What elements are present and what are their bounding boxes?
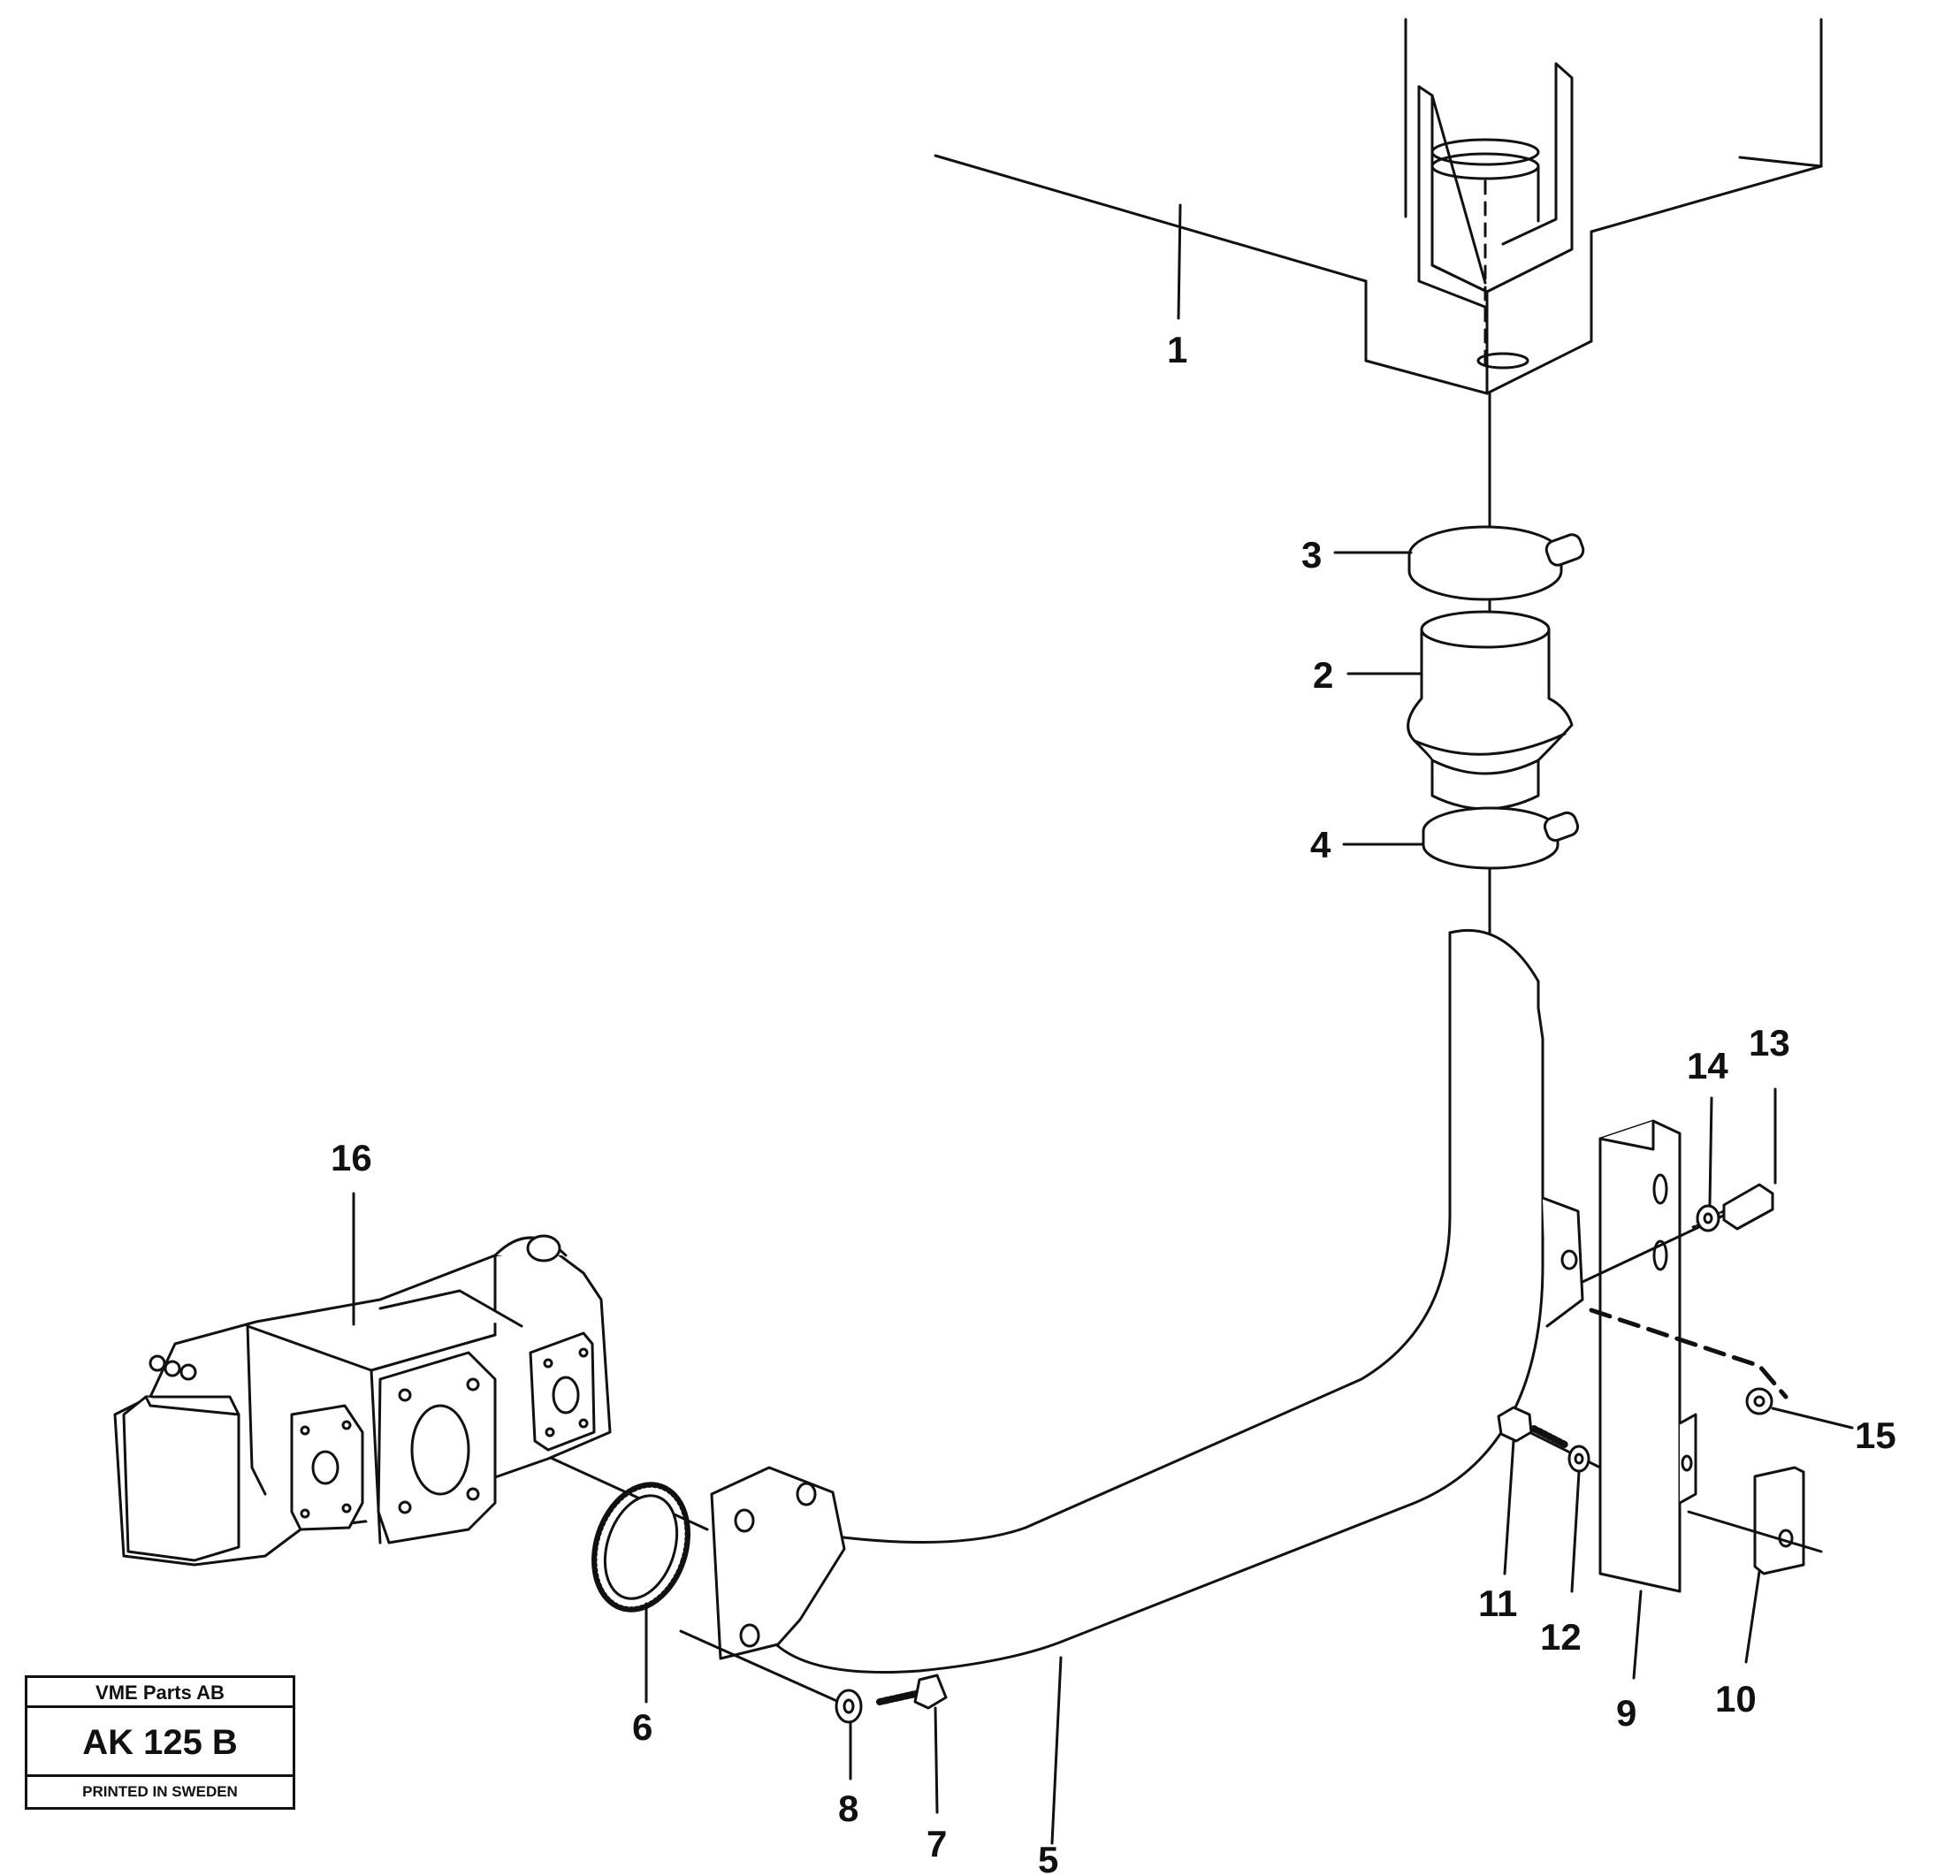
part-labels: 1 3 2 4 14 13 16 15 11 12 9 10 6 8 7 5 [331, 329, 1896, 1876]
title-block-code: AK 125 B [27, 1708, 293, 1777]
part-label-3: 3 [1301, 534, 1322, 576]
hose-clamp-upper [1407, 525, 1585, 601]
part-label-16: 16 [331, 1137, 372, 1178]
suction-pipe [710, 928, 1584, 1674]
title-block: VME Parts AB AK 125 B PRINTED IN SWEDEN [25, 1675, 295, 1810]
title-block-printed: PRINTED IN SWEDEN [82, 1783, 238, 1800]
part-label-6: 6 [632, 1706, 652, 1748]
part-label-7: 7 [927, 1823, 947, 1865]
hose-clamp-lower [1422, 806, 1580, 870]
bolt-11 [1497, 1406, 1568, 1448]
part-label-8: 8 [838, 1788, 858, 1829]
washer-12 [1567, 1445, 1590, 1473]
leader-lines [352, 203, 1854, 1845]
nut-15 [1745, 1387, 1773, 1415]
tank [934, 18, 1823, 395]
clamp-plate [1753, 1466, 1805, 1575]
part-label-1: 1 [1167, 329, 1187, 370]
title-block-company: VME Parts AB [27, 1678, 293, 1708]
gasket [591, 1482, 690, 1613]
mounting-bracket [1598, 1119, 1697, 1593]
washer-14 [1696, 1204, 1720, 1232]
part-label-5: 5 [1038, 1839, 1058, 1876]
part-label-12: 12 [1540, 1616, 1582, 1658]
part-label-9: 9 [1616, 1692, 1636, 1734]
dashed-line-15 [1589, 1308, 1788, 1399]
part-label-14: 14 [1687, 1045, 1728, 1087]
rubber-sleeve [1407, 610, 1574, 811]
part-label-2: 2 [1313, 654, 1333, 696]
bolt-7 [876, 1674, 948, 1710]
part-label-11: 11 [1478, 1582, 1517, 1624]
bolt-axis-lower [679, 1629, 850, 1708]
part-label-10: 10 [1715, 1678, 1757, 1720]
washer-8 [835, 1689, 863, 1724]
hydraulic-pump [113, 1234, 612, 1567]
part-label-13: 13 [1749, 1022, 1790, 1064]
bolt-axis-10 [1687, 1510, 1823, 1553]
part-label-4: 4 [1310, 824, 1331, 866]
part-label-15: 15 [1855, 1415, 1896, 1456]
